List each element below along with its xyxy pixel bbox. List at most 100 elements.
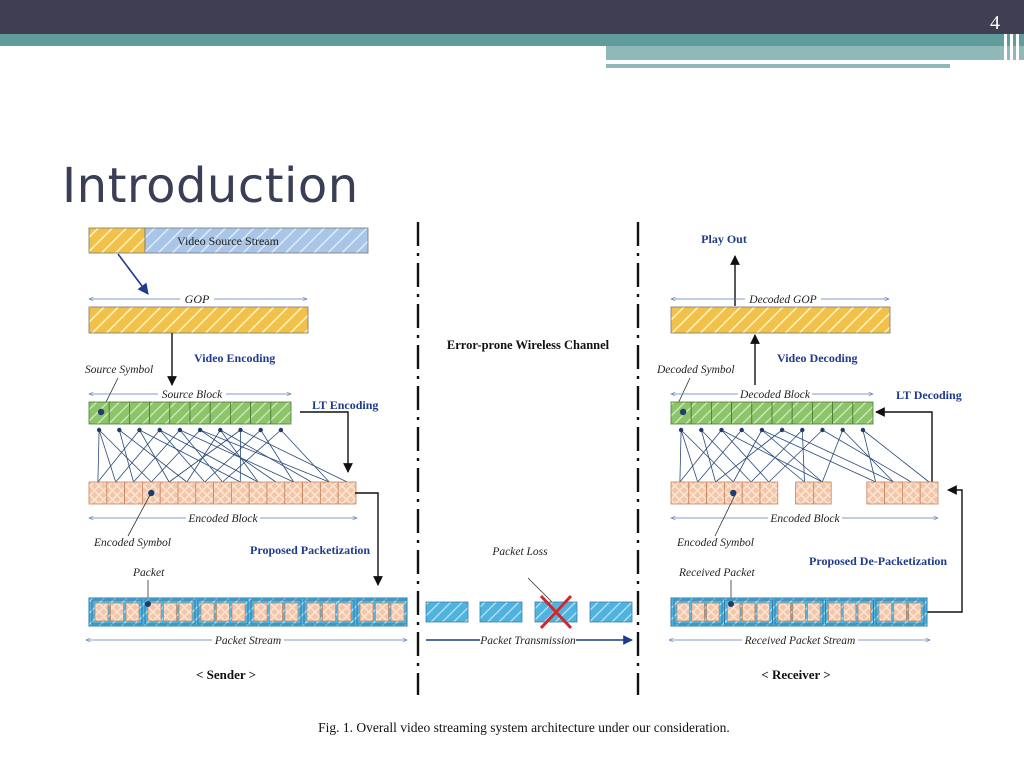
packet-symbol (269, 602, 283, 622)
source-symbol-cell (250, 401, 272, 425)
lt-decoding-arrow (875, 407, 933, 482)
decoding-edge (862, 429, 877, 483)
decoded-gop-bar (670, 306, 891, 334)
decoded-gop-label: Decoded GOP (748, 294, 816, 306)
label-mask (158, 387, 226, 401)
packet-loss-label: Packet Loss (491, 546, 548, 558)
received-packet-symbol (807, 602, 821, 622)
source-symbol-label: Source Symbol (85, 364, 153, 376)
encoding-node (177, 427, 183, 433)
label-mask (480, 633, 576, 647)
encoded-symbol-cell (88, 481, 108, 505)
encoded-symbol-cell (337, 481, 357, 505)
decoding-edge (715, 429, 783, 483)
encoding-node (258, 427, 263, 433)
packet-symbol (163, 602, 177, 622)
encoding-edge (151, 429, 201, 483)
received-packet-symbol (691, 602, 705, 622)
encoding-edge (159, 429, 259, 483)
decoding-edge (679, 429, 682, 483)
encoded-symbol-cell (302, 481, 321, 505)
packet-loss-x-icon (539, 594, 573, 630)
transmitted-packet (589, 601, 633, 623)
source-symbol-cell (209, 401, 231, 425)
packet (303, 599, 355, 625)
transmitted-packets (425, 601, 633, 623)
lt-decoding-graph (678, 427, 930, 483)
encoding-edge (119, 429, 188, 483)
received-packet-symbol (842, 602, 857, 622)
encoding-edge (204, 429, 261, 483)
packet-symbol (359, 602, 374, 622)
encoded-symbol-cell (319, 481, 339, 505)
lt-encoding-arrow (300, 411, 353, 473)
received-encoded-symbol-cell (741, 481, 761, 505)
label-mask (186, 511, 260, 525)
encoding-edge (139, 429, 170, 483)
encoding-edge (179, 429, 294, 483)
packet-symbol (322, 602, 336, 622)
received-packet-symbol (756, 602, 770, 622)
decoded-symbol-cell (852, 401, 874, 425)
video-decoding-label: Video Decoding (777, 351, 858, 365)
encoded-symbol-cell (177, 481, 197, 505)
encoded-symbol-cell (124, 481, 143, 505)
decoding-edge (821, 429, 844, 483)
received-packet-symbol (908, 602, 922, 622)
slide-title: Introduction (62, 158, 359, 214)
encoding-edge (118, 429, 134, 483)
video-encoding-label: Video Encoding (194, 351, 275, 365)
packet-transmission-label: Packet Transmission (479, 635, 576, 647)
label-mask (212, 633, 284, 647)
received-packet-label: Received Packet (678, 567, 755, 579)
encoded-symbol-dot (148, 489, 155, 497)
header-stripe (1004, 34, 1007, 70)
received-packet-symbol (777, 602, 791, 622)
decoding-edge (680, 429, 734, 483)
gop-bar (88, 306, 309, 334)
decoding-edge (721, 429, 770, 483)
source-symbol-cell (108, 401, 130, 425)
encoded-block-label: Encoded Block (187, 513, 258, 525)
gop-selection-arrow (117, 253, 149, 295)
decoded-symbol-cell (771, 401, 793, 425)
decoding-node (739, 427, 744, 433)
decoding-edge (801, 429, 805, 483)
decoded-block (670, 401, 874, 425)
rx-encoded-symbol-label: Encoded Symbol (676, 537, 754, 549)
received-packet (825, 599, 874, 625)
packet-symbol (390, 602, 405, 622)
decoding-edge (697, 429, 743, 483)
encoded-symbol-cell (106, 481, 126, 505)
packet (356, 599, 408, 625)
decoding-edge (679, 429, 722, 483)
decoded-symbol-cell (812, 401, 834, 425)
transmitted-packet (479, 601, 523, 623)
decoding-edge (842, 429, 894, 483)
received-encoded-symbol-cell (706, 481, 725, 505)
decoding-edge (768, 429, 823, 483)
source-symbol-dot (97, 408, 105, 416)
encoding-edge (97, 429, 140, 483)
decoded-symbol-cell (690, 401, 712, 425)
label-mask (738, 387, 812, 401)
received-packet-symbol (893, 602, 907, 622)
received-packet-dot (728, 601, 734, 607)
decoding-edge (750, 429, 803, 483)
header-stripe (1010, 34, 1013, 70)
received-packet-symbol (741, 602, 756, 622)
decoding-node (779, 427, 785, 433)
packet-symbol (94, 602, 109, 622)
packet-symbol (284, 602, 299, 622)
decoding-edge (701, 429, 752, 483)
packet (91, 599, 143, 625)
received-encoded-symbol-cell (688, 481, 707, 505)
figure-caption: Fig. 1. Overall video streaming system a… (318, 720, 730, 735)
encoding-node (197, 427, 203, 433)
received-packet (774, 599, 824, 625)
received-packet (875, 599, 925, 625)
decoded-symbol-label: Decoded Symbol (656, 364, 735, 376)
source-symbol-cell (128, 401, 150, 425)
decoding-edge (680, 429, 699, 483)
